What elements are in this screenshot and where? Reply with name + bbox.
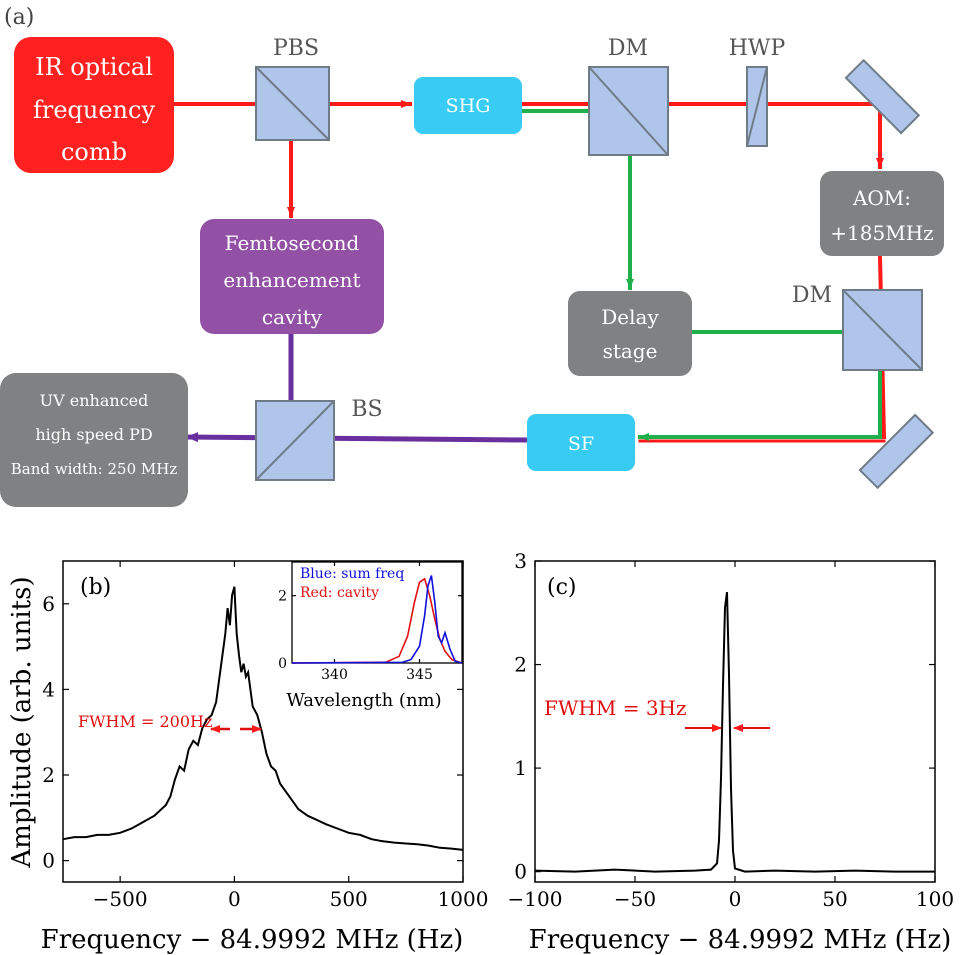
chart-c: −100 −50 0 50 100 0 1 2 3 (c) Frequency − 84.999… — [508, 549, 955, 955]
x-tick-label: 340 — [321, 667, 348, 683]
pbs-label: PBS — [273, 36, 319, 61]
panel-label-a: (a) — [4, 5, 34, 30]
half-wave-plate — [746, 66, 768, 147]
chart-b: −500 0 500 1000 0 2 4 6 (b) Amplitude (arb. uni… — [7, 560, 488, 955]
dm-right-label: DM — [792, 283, 832, 308]
pd-line-2: high speed PD — [35, 425, 152, 444]
chart-b-frame — [62, 560, 464, 883]
x-tick-label: −500 — [93, 887, 148, 911]
sf-box: SF — [527, 414, 635, 471]
chart-b-panel-label: (b) — [80, 575, 111, 600]
cavity-line-1: Femtosecond — [225, 231, 360, 255]
x-tick-label: 100 — [916, 887, 954, 911]
y-tick-label: 6 — [42, 592, 55, 616]
inset-legend-red: Red: cavity — [300, 585, 379, 601]
hwp-label: HWP — [729, 36, 786, 61]
enhancement-cavity-box: Femtosecond enhancement cavity — [200, 219, 384, 334]
mirror-bottom-right — [858, 413, 935, 490]
pd-line-1: UV enhanced — [40, 391, 149, 410]
y-tick-label: 2 — [514, 653, 527, 677]
delay-stage-box: Delay stage — [568, 291, 692, 376]
shg-box: SHG — [414, 77, 522, 134]
chart-c-trace — [534, 591, 935, 873]
chart-b-xlabel: Frequency − 84.9992 MHz (Hz) — [41, 925, 464, 955]
inset-xlabel: Wavelength (nm) — [286, 690, 441, 711]
x-tick-label: 1000 — [438, 887, 489, 911]
cavity-line-2: enhancement — [223, 268, 360, 292]
y-tick-label: 1 — [514, 756, 527, 780]
y-tick-label: 0 — [514, 860, 527, 884]
inset-red-trace — [291, 577, 463, 664]
green-beam-delay-to-sf — [638, 330, 882, 441]
chart-b-ticks: −500 0 500 1000 0 2 4 6 — [42, 561, 488, 911]
chart-b-ylabel: Amplitude (arb. units) — [7, 576, 37, 868]
dichroic-mirror-top — [588, 66, 669, 156]
dichroic-mirror-right — [842, 289, 923, 371]
y-tick-label: 0 — [42, 849, 55, 873]
mirror-top-right — [844, 58, 921, 135]
x-tick-label: 345 — [406, 667, 433, 683]
chart-b-trace — [62, 586, 464, 851]
y-tick-label: 4 — [42, 677, 55, 701]
comb-line-2: frequency — [33, 96, 155, 124]
chart-c-panel-label: (c) — [547, 575, 577, 600]
bs-label: BS — [351, 397, 382, 422]
inset-legend-blue: Blue: sum freq — [300, 566, 404, 582]
photodetector-box: UV enhanced high speed PD Band width: 25… — [0, 373, 188, 507]
x-tick-label: 0 — [228, 887, 241, 911]
beam-splitter — [255, 400, 335, 481]
chart-b-fwhm-label: FWHM = 200Hz — [78, 712, 212, 731]
chart-c-xlabel: Frequency − 84.9992 MHz (Hz) — [529, 925, 952, 955]
dm-top-label: DM — [608, 36, 648, 61]
pd-line-3: Band width: 250 MHz — [11, 460, 178, 478]
chart-c-fwhm-label: FWHM = 3Hz — [544, 696, 687, 720]
x-tick-label: 50 — [822, 887, 847, 911]
x-tick-label: −50 — [614, 887, 656, 911]
comb-line-1: IR optical — [35, 53, 153, 81]
chart-c-frame — [534, 560, 936, 883]
pbs-cube — [255, 66, 330, 141]
x-tick-label: 0 — [729, 887, 742, 911]
x-tick-label: 500 — [330, 887, 368, 911]
aom-box: AOM: +185MHz — [820, 171, 944, 256]
inset-blue-trace — [291, 575, 463, 664]
y-tick-label: 0 — [278, 656, 287, 672]
y-tick-label: 2 — [278, 589, 287, 605]
chart-c-ticks: −100 −50 0 50 100 0 1 2 3 — [508, 549, 955, 911]
shg-label: SHG — [446, 95, 491, 117]
ir-comb-box: IR optical frequency comb — [14, 37, 174, 173]
delay-line-1: Delay — [601, 305, 659, 329]
aom-line-2: +185MHz — [830, 221, 933, 245]
cavity-line-3: cavity — [262, 305, 323, 329]
x-tick-label: −100 — [508, 887, 563, 911]
y-tick-label: 2 — [42, 763, 55, 787]
delay-line-2: stage — [603, 339, 658, 363]
sf-label: SF — [568, 433, 594, 455]
uv-beam-sf-to-pd — [185, 432, 530, 443]
aom-line-1: AOM: — [852, 186, 911, 210]
y-tick-label: 3 — [514, 549, 527, 573]
comb-line-3: comb — [61, 138, 127, 166]
